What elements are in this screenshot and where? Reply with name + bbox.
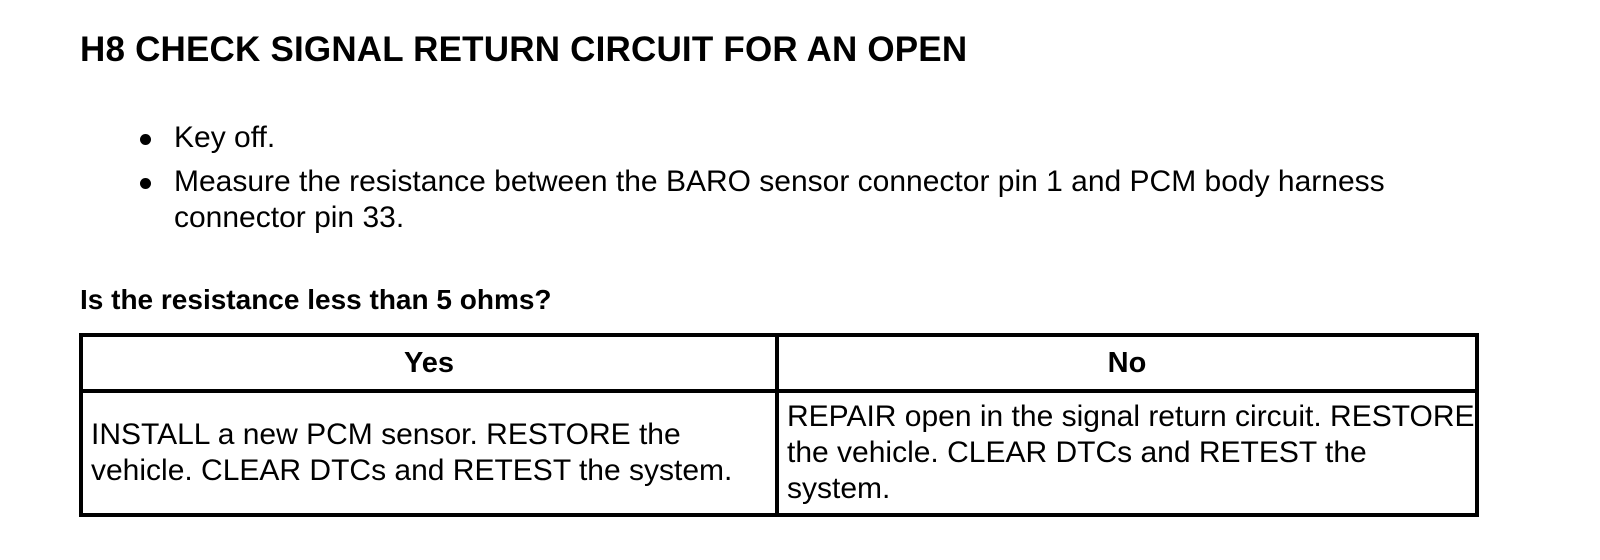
bullet-icon: [140, 178, 151, 189]
test-question: Is the resistance less than 5 ohms?: [80, 284, 552, 315]
yes-action-cell: INSTALL a new PCM sensor. RESTORE the ve…: [79, 389, 779, 517]
list-item: Measure the resistance between the BARO …: [140, 164, 1480, 236]
page-title: H8 CHECK SIGNAL RETURN CIRCUIT FOR AN OP…: [80, 30, 968, 69]
step-text: Key off.: [174, 121, 276, 154]
no-action-cell: REPAIR open in the signal return circuit…: [775, 389, 1479, 517]
result-action-table: Yes No INSTALL a new PCM sensor. RESTORE…: [79, 333, 1479, 517]
table-header-row: Yes No: [79, 333, 1479, 393]
table-row: INSTALL a new PCM sensor. RESTORE the ve…: [79, 389, 1479, 517]
column-header-no: No: [775, 333, 1479, 393]
step-text: Measure the resistance between the BARO …: [174, 165, 1385, 234]
bullet-icon: [140, 134, 151, 145]
column-header-yes: Yes: [79, 333, 779, 393]
list-item: Key off.: [140, 120, 1480, 156]
procedure-step-list: Key off. Measure the resistance between …: [140, 120, 1480, 244]
